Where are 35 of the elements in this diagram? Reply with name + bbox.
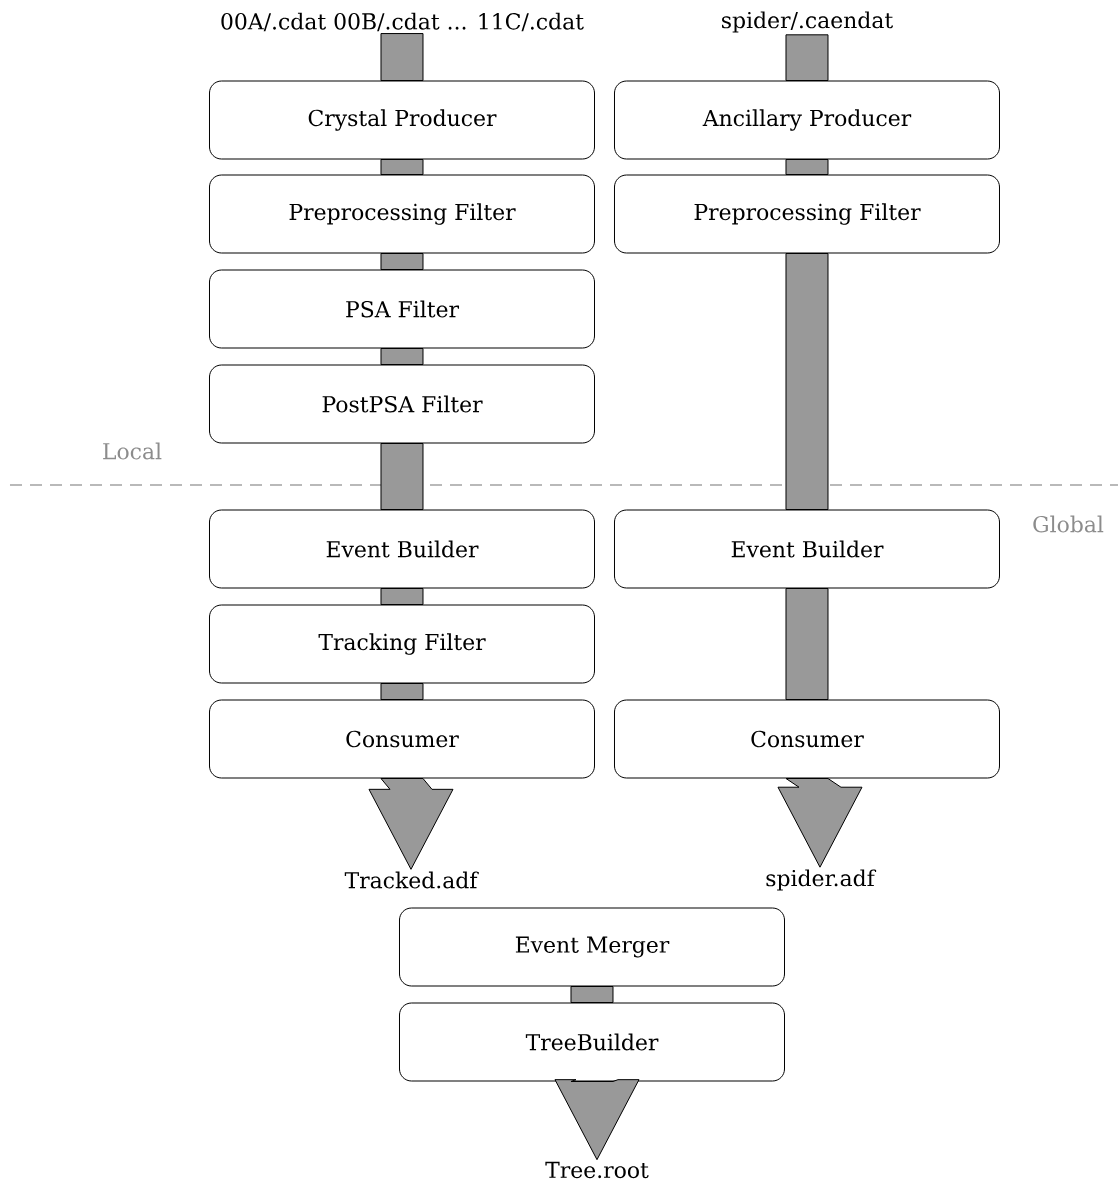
file-label: spider.adf [766, 869, 877, 891]
process-box: PostPSA Filter [209, 364, 595, 444]
flow-arrow [785, 159, 829, 175]
flow-arrow [785, 34, 829, 81]
flow-arrow [785, 253, 829, 510]
flow-arrow [368, 778, 454, 870]
process-box: Consumer [209, 699, 595, 779]
flow-arrow [380, 253, 424, 270]
process-box: PSA Filter [209, 269, 595, 349]
file-label: spider/.caendat [722, 11, 894, 33]
process-box: Event Builder [614, 509, 1000, 589]
flow-arrow [380, 588, 424, 605]
process-box: Preprocessing Filter [614, 174, 1000, 254]
region-label: Local [103, 442, 162, 460]
flow-arrow [554, 1079, 640, 1161]
file-label: Tracked.adf [344, 871, 479, 889]
file-label: 00A/.cdat 00B/.cdat ... 11C/.cdat [221, 12, 584, 32]
flow-arrow [380, 159, 424, 175]
flow-arrow [380, 683, 424, 700]
process-box: TreeBuilder [399, 1002, 785, 1082]
process-box: Consumer [614, 699, 1000, 779]
flow-arrow [777, 778, 863, 868]
process-box: Event Merger [399, 907, 785, 987]
process-box: Event Builder [209, 509, 595, 589]
process-box: Ancillary Producer [614, 80, 1000, 160]
flow-arrow [380, 348, 424, 365]
flow-arrow [380, 33, 424, 81]
file-label: Tree.root [545, 1161, 649, 1179]
flow-arrow [785, 588, 829, 700]
flow-arrow [380, 443, 424, 510]
process-box: Tracking Filter [209, 604, 595, 684]
flow-arrow [570, 986, 614, 1003]
region-label: Global [1033, 515, 1104, 533]
process-box: Crystal Producer [209, 80, 595, 160]
process-box: Preprocessing Filter [209, 174, 595, 254]
